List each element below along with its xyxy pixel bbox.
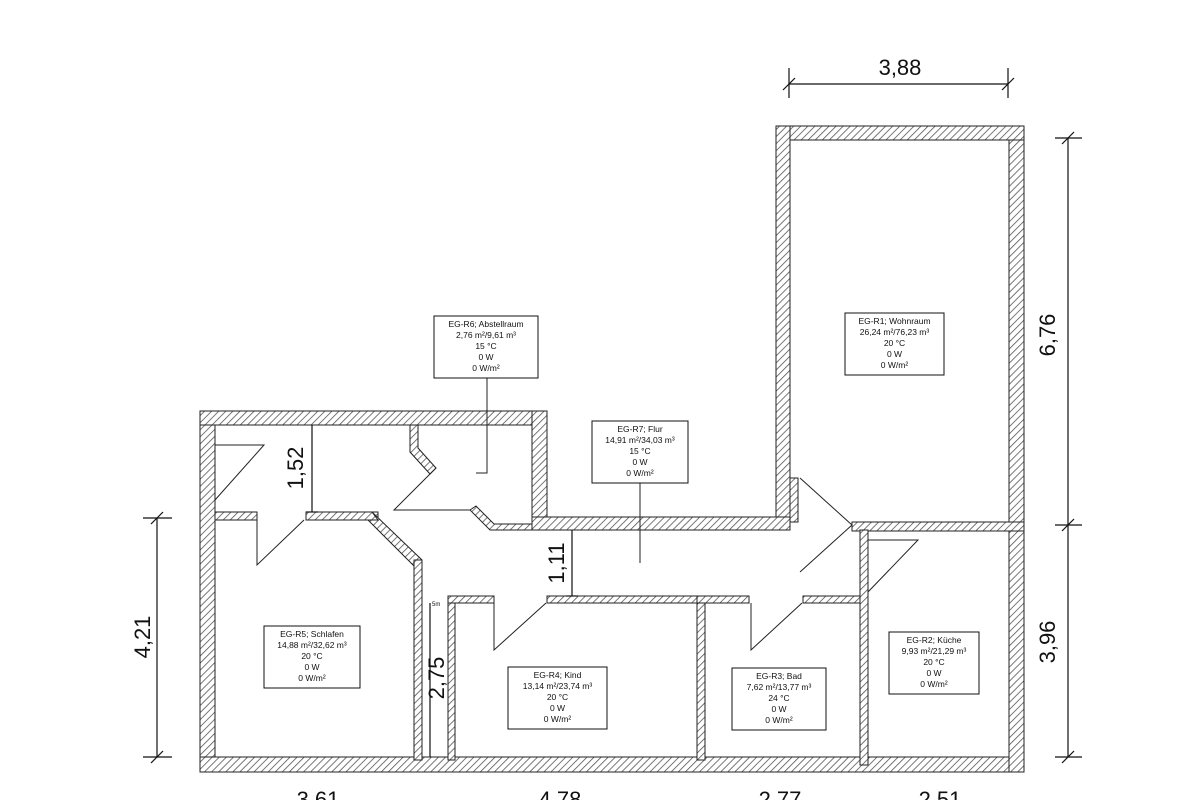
door-schlafen [256, 519, 305, 567]
svg-text:20 °C: 20 °C [923, 657, 944, 667]
svg-text:0 W: 0 W [478, 352, 493, 362]
door-kind [493, 602, 547, 652]
dimension-labels: 3,88 6,76 3,96 4,21 1,52 1,11 2,75 3,61 … [130, 55, 1060, 800]
leader-r6 [476, 378, 488, 474]
wall-bad-top-b [802, 595, 861, 604]
walls [199, 125, 1025, 773]
wall-schlafen-right [413, 559, 423, 761]
svg-text:20 °C: 20 °C [301, 651, 322, 661]
wall-bad-top-a [696, 595, 750, 604]
wall-top-left [199, 410, 548, 426]
wall-bottom [199, 756, 1025, 773]
wall-kind-top-a [447, 595, 495, 604]
door-abstell [392, 467, 470, 511]
wall-top-wohnraum [775, 125, 1025, 141]
room-label-r5: EG-R5; Schlafen 14,88 m²/32,62 m³ 20 °C … [263, 625, 361, 689]
svg-text:0 W: 0 W [926, 668, 941, 678]
svg-text:24 °C: 24 °C [768, 693, 789, 703]
svg-text:0 W/m²: 0 W/m² [920, 679, 948, 689]
svg-text:9,93 m²/21,29 m³: 9,93 m²/21,29 m³ [902, 646, 967, 656]
dim-inner-1-52: 1,52 [283, 447, 308, 490]
svg-text:EG-R4; Kind: EG-R4; Kind [534, 670, 582, 680]
wall-left [199, 410, 216, 773]
door-wohnraum [799, 477, 853, 573]
room-label-r4: EG-R4; Kind 13,14 m²/23,74 m³ 20 °C 0 W … [507, 666, 608, 730]
wall-schlafen-top-a [214, 511, 258, 521]
wall-abstell-diagonal-a [409, 424, 437, 475]
svg-text:15 °C: 15 °C [475, 341, 496, 351]
wall-kueche-left [859, 529, 869, 766]
svg-text:EG-R1; Wohnraum: EG-R1; Wohnraum [858, 316, 930, 326]
wall-wohnraum-stub [789, 477, 799, 523]
wall-schlafen-top-b [305, 511, 379, 521]
svg-text:0 W/m²: 0 W/m² [472, 363, 500, 373]
svg-text:0 W/m²: 0 W/m² [765, 715, 793, 725]
svg-text:EG-R5; Schlafen: EG-R5; Schlafen [280, 629, 344, 639]
svg-text:0 W/m²: 0 W/m² [298, 673, 326, 683]
small-mark: 5m [432, 602, 440, 608]
wall-abstell-right [531, 410, 548, 531]
svg-text:26,24 m²/76,23 m³: 26,24 m²/76,23 m³ [860, 327, 930, 337]
svg-text:20 °C: 20 °C [547, 692, 568, 702]
svg-text:0 W/m²: 0 W/m² [881, 360, 909, 370]
svg-text:EG-R6; Abstellraum: EG-R6; Abstellraum [448, 319, 523, 329]
dimension-lines [143, 68, 1082, 764]
wall-wohnraum-kueche [851, 521, 1025, 532]
svg-text:13,14 m²/23,74 m³: 13,14 m²/23,74 m³ [523, 681, 593, 691]
svg-text:0 W: 0 W [304, 662, 319, 672]
leader-lines [476, 378, 641, 563]
svg-text:0 W: 0 W [771, 704, 786, 714]
svg-text:7,62 m²/13,77 m³: 7,62 m²/13,77 m³ [747, 682, 812, 692]
svg-text:0 W: 0 W [550, 703, 565, 713]
svg-text:2,76 m²/9,61 m³: 2,76 m²/9,61 m³ [456, 330, 516, 340]
wall-kind-top-b [546, 595, 698, 604]
svg-text:14,91 m²/34,03 m³: 14,91 m²/34,03 m³ [605, 435, 675, 445]
svg-text:EG-R7; Flur: EG-R7; Flur [617, 424, 663, 434]
wall-flur-top [531, 516, 791, 531]
dim-bottom-2: 4,78 [539, 787, 582, 800]
dim-right-upper: 6,76 [1035, 314, 1060, 357]
svg-text:14,88 m²/32,62 m³: 14,88 m²/32,62 m³ [277, 640, 347, 650]
dim-inner-1-11: 1,11 [544, 542, 569, 583]
svg-text:20 °C: 20 °C [884, 338, 905, 348]
wall-schlafen-diagonal [366, 511, 423, 567]
wall-abstell-diagonal-b [469, 505, 533, 531]
dim-top-width: 3,88 [879, 55, 922, 80]
svg-text:0 W: 0 W [632, 457, 647, 467]
wall-right [1008, 125, 1025, 773]
dim-bottom-3: 2,77 [759, 787, 802, 800]
dim-left-height: 4,21 [130, 616, 155, 659]
wall-kind-bad [696, 595, 706, 761]
room-label-r3: EG-R3; Bad 7,62 m²/13,77 m³ 24 °C 0 W 0 … [731, 667, 827, 731]
wall-left-wohnraum [775, 125, 791, 531]
door-kueche [867, 539, 920, 593]
svg-text:0 W/m²: 0 W/m² [544, 714, 572, 724]
svg-text:0 W/m²: 0 W/m² [626, 468, 654, 478]
svg-text:0 W: 0 W [887, 349, 902, 359]
door-entry [214, 444, 266, 501]
room-label-r7: EG-R7; Flur 14,91 m²/34,03 m³ 15 °C 0 W … [591, 420, 689, 484]
svg-text:15 °C: 15 °C [629, 446, 650, 456]
dim-right-lower: 3,96 [1035, 621, 1060, 664]
svg-text:EG-R2; Küche: EG-R2; Küche [907, 635, 962, 645]
svg-text:EG-R3; Bad: EG-R3; Bad [756, 671, 802, 681]
room-label-r6: EG-R6; Abstellraum 2,76 m²/9,61 m³ 15 °C… [433, 315, 539, 379]
door-swings [214, 444, 920, 652]
dim-inner-2-75: 2,75 [424, 657, 449, 700]
wall-kind-left [447, 595, 456, 761]
dim-bottom-1: 3,61 [297, 787, 340, 800]
dim-bottom-4: 2,51 [919, 787, 962, 800]
door-bad [750, 602, 803, 652]
room-label-r1: EG-R1; Wohnraum 26,24 m²/76,23 m³ 20 °C … [844, 312, 945, 376]
room-label-r2: EG-R2; Küche 9,93 m²/21,29 m³ 20 °C 0 W … [888, 631, 980, 695]
